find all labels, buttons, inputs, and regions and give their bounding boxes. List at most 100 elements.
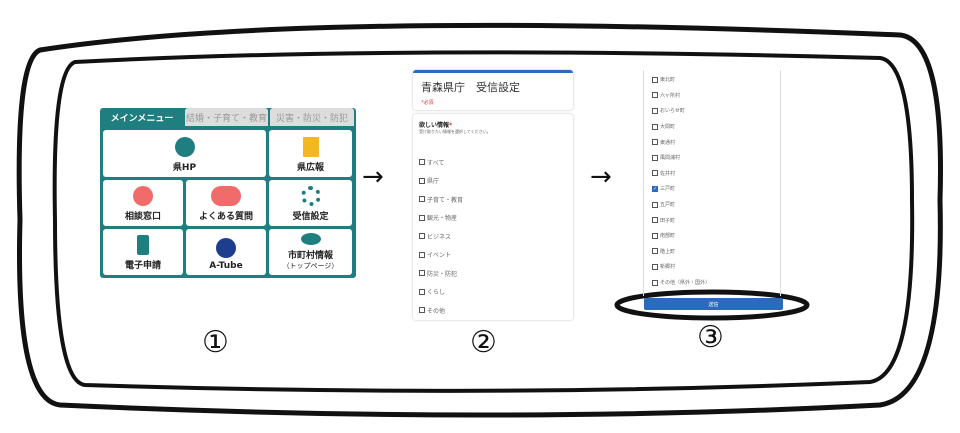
- question-title: 欲しい情報*: [419, 120, 567, 129]
- option-label: 風間浦村: [660, 155, 681, 162]
- option-label: イベント: [427, 252, 452, 260]
- qa-bubble-icon: [211, 186, 241, 206]
- checkbox-option[interactable]: 五戸町: [652, 197, 772, 213]
- option-label: くらし: [427, 289, 446, 297]
- checkbox[interactable]: [652, 123, 658, 130]
- tile-label: 受信設定: [292, 212, 329, 222]
- question-card: 欲しい情報* 受け取りたい情報を選択してください。 すべて県庁子育て・教育観光・…: [413, 114, 573, 320]
- option-label: 佐井村: [660, 170, 676, 177]
- step-2-label: ②: [470, 325, 497, 360]
- checkbox[interactable]: [419, 233, 425, 240]
- tile-faq[interactable]: よくある質問: [186, 180, 266, 226]
- checkbox-option[interactable]: 大間町: [652, 119, 772, 135]
- checkbox-option[interactable]: その他: [419, 301, 567, 320]
- checkbox[interactable]: [652, 170, 658, 177]
- option-label: おいらせ町: [660, 108, 685, 115]
- checkbox-option[interactable]: 東北町: [652, 72, 772, 88]
- checkbox[interactable]: [652, 248, 658, 255]
- option-label: 六ヶ所村: [660, 92, 681, 99]
- checkbox[interactable]: [652, 263, 658, 270]
- checkbox[interactable]: [419, 214, 425, 221]
- question-text: 欲しい情報: [419, 122, 450, 129]
- tile-pref-hp[interactable]: 県HP: [103, 130, 266, 177]
- option-label: ビジネス: [427, 233, 452, 241]
- checkbox-option[interactable]: すべて: [419, 153, 567, 172]
- checkbox[interactable]: [419, 307, 425, 314]
- checkbox[interactable]: [652, 139, 658, 146]
- option-label: 県庁: [427, 178, 440, 186]
- checkbox-option[interactable]: 東通村: [652, 134, 772, 150]
- option-label: 階上町: [660, 248, 676, 255]
- highlight-circle-submit: [614, 289, 810, 321]
- checkbox-option[interactable]: 六ヶ所村: [652, 88, 772, 104]
- option-label: 五戸町: [660, 202, 676, 209]
- checkbox[interactable]: ✓: [652, 185, 658, 192]
- tile-municipalities[interactable]: 市町村情報（トップページ）: [269, 229, 352, 275]
- checkbox[interactable]: [652, 279, 658, 286]
- checkbox[interactable]: [419, 196, 425, 203]
- checkbox-option[interactable]: イベント: [419, 246, 567, 265]
- option-label: すべて: [427, 159, 445, 167]
- checkbox[interactable]: [419, 270, 425, 277]
- tile-label: 県広報: [296, 163, 324, 173]
- checkbox[interactable]: [419, 251, 425, 258]
- checkbox-option[interactable]: 佐井村: [652, 166, 772, 182]
- checkbox-option[interactable]: 新郷村: [652, 259, 772, 275]
- checkbox[interactable]: [419, 288, 425, 295]
- tile-pref-newsletter[interactable]: 県広報: [269, 130, 352, 177]
- tile-label: 県HP: [172, 163, 197, 173]
- smartphone-icon: [137, 235, 149, 255]
- tile-a-tube[interactable]: A-Tube: [186, 229, 266, 275]
- checkbox-option[interactable]: 観光・物産: [419, 209, 567, 228]
- tab-marriage-childcare[interactable]: 結婚・子育て・教育: [185, 108, 268, 126]
- checkbox-option[interactable]: くらし: [419, 283, 567, 302]
- submit-button[interactable]: 送信: [644, 298, 783, 310]
- option-label: 子育て・教育: [427, 196, 464, 204]
- checkbox[interactable]: [652, 76, 658, 83]
- tile-receive-settings[interactable]: 受信設定: [269, 180, 352, 226]
- step-3-label: ③: [697, 320, 724, 355]
- tile-label: よくある質問: [198, 212, 253, 222]
- option-label: 南部町: [660, 233, 676, 240]
- checkbox[interactable]: [652, 201, 658, 208]
- required-mark: *: [449, 122, 453, 129]
- tile-e-application[interactable]: 電子申請: [103, 229, 183, 275]
- arrow-icon: →: [590, 162, 612, 192]
- tab-disaster[interactable]: 災害・防災・防犯: [270, 108, 354, 126]
- checkbox[interactable]: [419, 159, 425, 166]
- step-1-label: ①: [202, 325, 229, 360]
- checkbox-option[interactable]: ビジネス: [419, 227, 567, 246]
- form-title: 青森県庁 受信設定: [421, 81, 520, 94]
- checkbox-option[interactable]: 子育て・教育: [419, 190, 567, 209]
- tile-label: 相談窓口: [124, 212, 161, 222]
- question-hint: 受け取りたい情報を選択してください。: [419, 129, 491, 134]
- checkbox-option[interactable]: 田子町: [652, 212, 772, 228]
- tile-sublabel: （トップページ）: [282, 262, 339, 270]
- checkbox[interactable]: [652, 232, 658, 239]
- tile-consultation[interactable]: 相談窓口: [103, 180, 183, 226]
- newspaper-icon: [302, 137, 319, 157]
- checkbox-option[interactable]: ✓三戸町: [652, 181, 772, 197]
- option-label: 新郷村: [660, 264, 676, 271]
- checkbox[interactable]: [652, 107, 658, 114]
- checkbox-option[interactable]: 県庁: [419, 172, 567, 191]
- tile-label: 市町村情報: [287, 251, 333, 261]
- option-label: その他（県外・国外）: [660, 280, 711, 287]
- checkbox-option[interactable]: 階上町: [652, 244, 772, 260]
- checkbox[interactable]: [419, 177, 425, 184]
- checkbox-option[interactable]: 南部町: [652, 228, 772, 244]
- tile-label: A-Tube: [209, 261, 243, 271]
- checkbox-option[interactable]: 防災・防犯: [419, 264, 567, 283]
- person-chat-icon: [133, 186, 153, 206]
- checkbox[interactable]: [652, 92, 658, 99]
- town-icon: [300, 233, 321, 245]
- option-label: 防災・防犯: [427, 270, 458, 278]
- checkbox[interactable]: [652, 217, 658, 224]
- checkbox-option[interactable]: その他（県外・国外）: [652, 275, 772, 291]
- option-label: 東通村: [660, 139, 676, 146]
- a-tube-logo-icon: [216, 238, 236, 258]
- tab-main-menu[interactable]: メインメニュー: [102, 108, 182, 126]
- checkbox-option[interactable]: おいらせ町: [652, 103, 772, 119]
- checkbox-option[interactable]: 風間浦村: [652, 150, 772, 166]
- checkbox[interactable]: [652, 154, 658, 161]
